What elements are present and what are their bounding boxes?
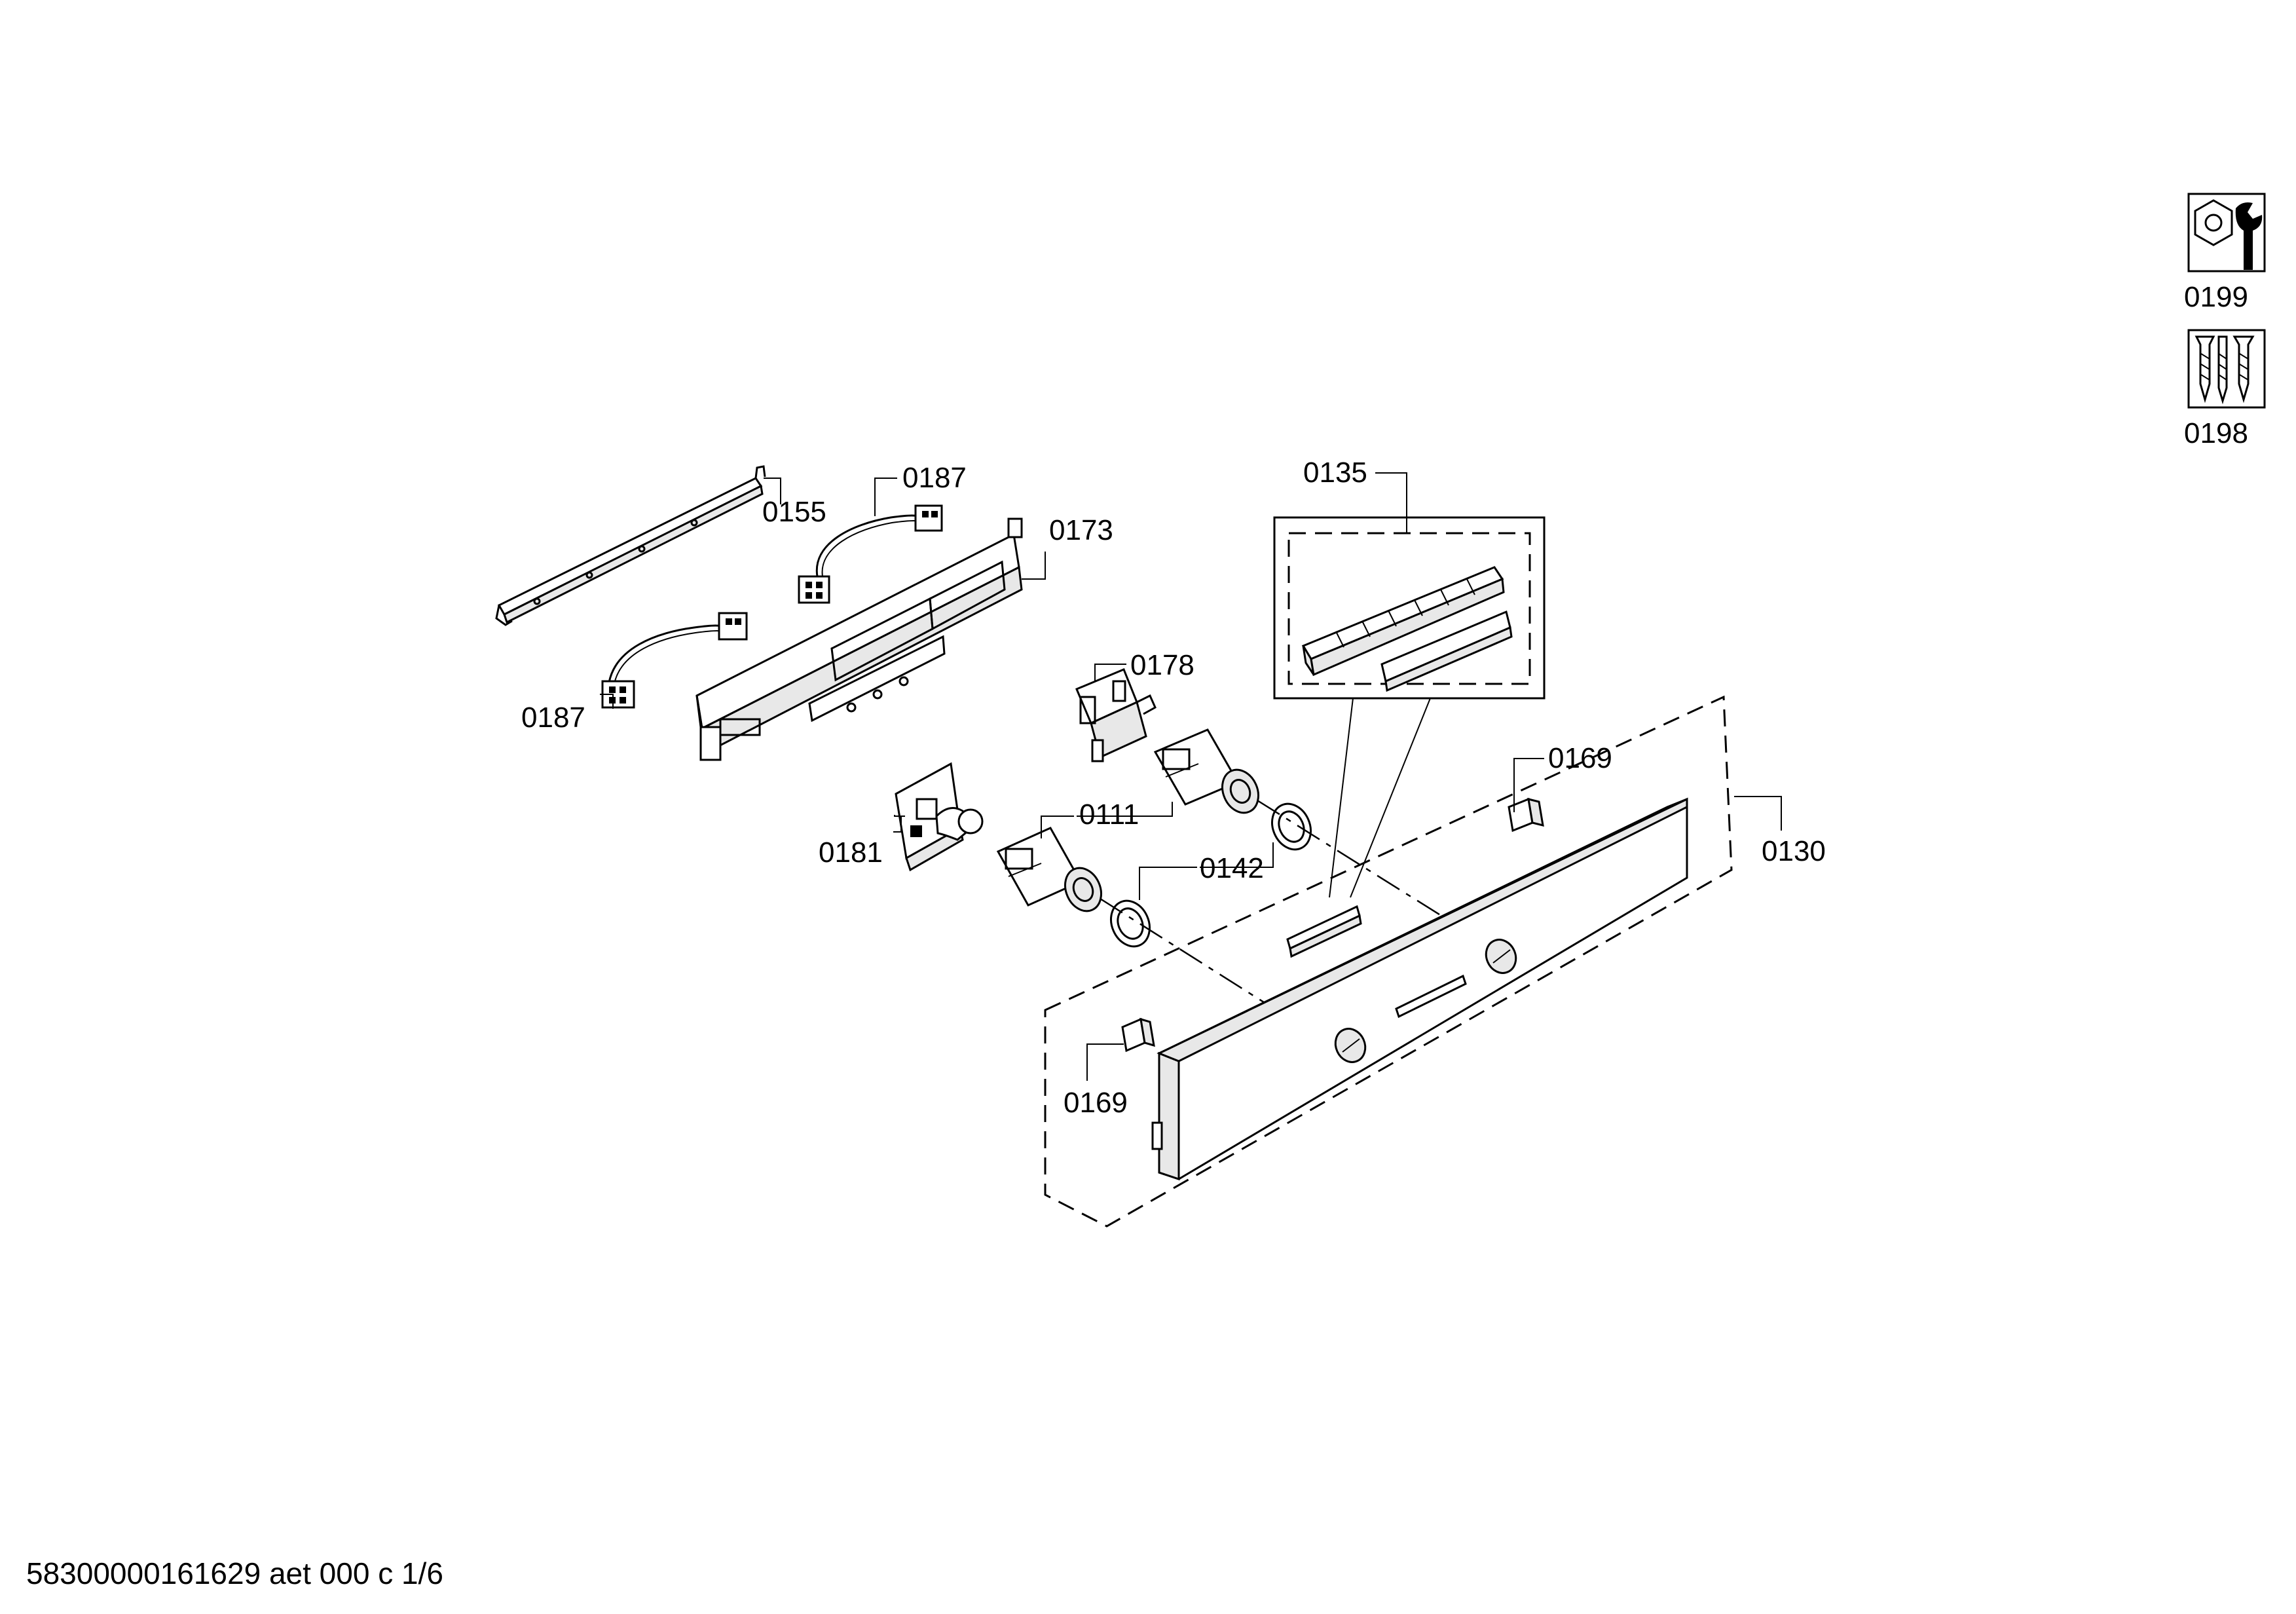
part-0130-control-panel [1044,695,1733,1228]
callout-0135: 0135 [1303,457,1367,489]
part-0173-module-bracket [695,517,1023,761]
part-0135-keypad-inset [1273,516,1546,700]
callout-0155: 0155 [762,496,826,528]
callout-0199: 0199 [2184,281,2248,313]
callout-0178: 0178 [1130,649,1194,681]
part-0187-harness-top [798,504,943,604]
part-0155-mounting-rail [495,465,766,626]
part-0111-rotary-control-lower [996,827,1102,912]
callout-0111: 0111 [1079,798,1139,831]
callout-0169-bottom: 0169 [1064,1087,1128,1119]
screws-icon [2187,329,2266,409]
callout-0142: 0142 [1200,852,1264,884]
part-0142-ring-upper [1271,802,1312,851]
callout-0187-bottom: 0187 [521,702,585,734]
callout-0181: 0181 [819,836,883,869]
callout-0187-top: 0187 [902,462,967,494]
callout-0173: 0173 [1049,514,1113,546]
callout-0169-top: 0169 [1548,742,1612,774]
part-0169-clip-lower [1121,1017,1155,1053]
callout-0198: 0198 [2184,417,2248,449]
part-0181-switch [895,762,984,872]
part-0178-bracket [1075,668,1157,762]
nut-wrench-icon [2187,193,2266,272]
drawing-code: 58300000161629 aet 000 c 1/6 [26,1556,443,1590]
callout-0130: 0130 [1762,835,1826,867]
part-0135-keypad-placed [1286,905,1362,958]
part-0142-ring-lower [1110,899,1151,948]
part-0111-rotary-control-upper [1153,728,1259,814]
